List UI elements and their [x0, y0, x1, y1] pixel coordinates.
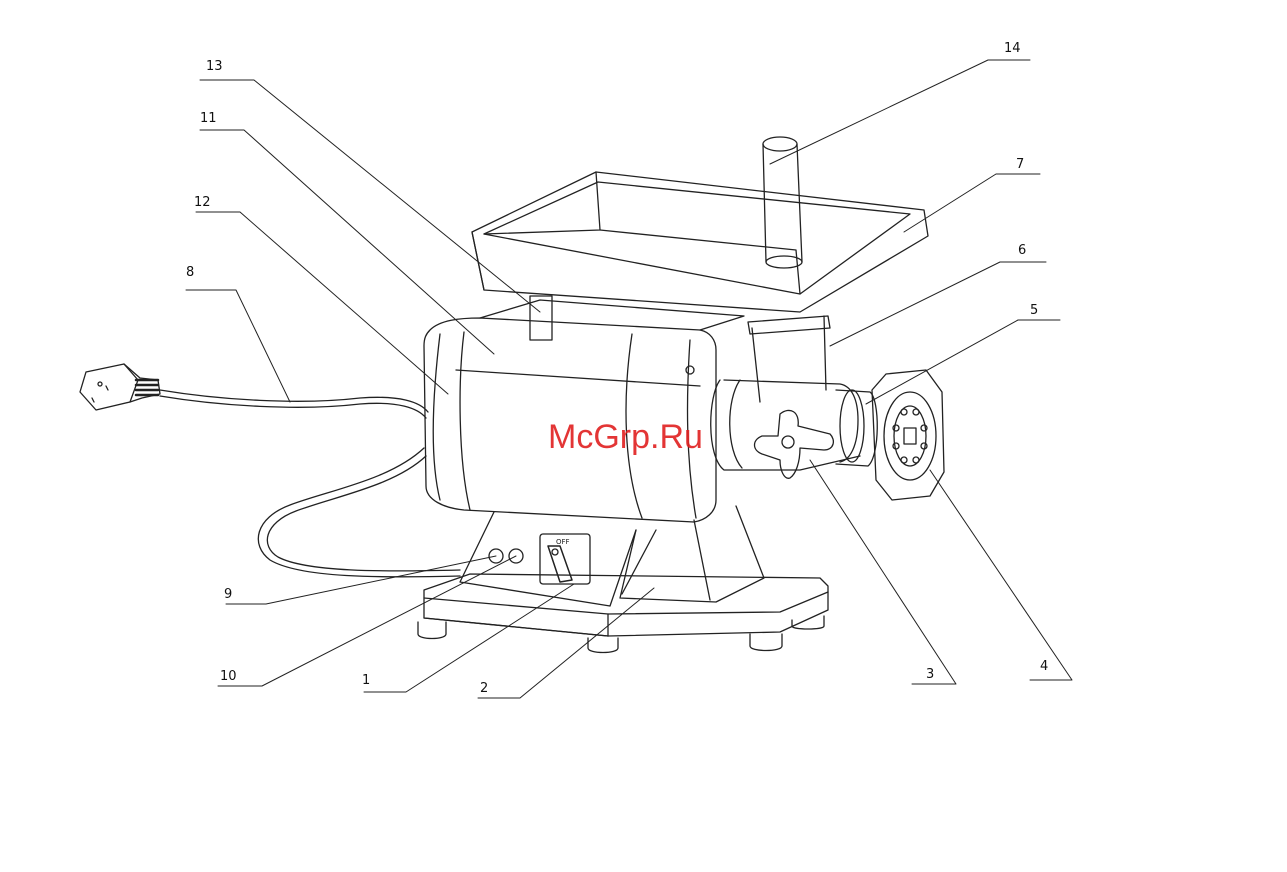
tray [472, 172, 928, 312]
callout-6: 6 [1018, 243, 1026, 258]
ring-nut [872, 370, 944, 500]
callout-7: 7 [1016, 157, 1024, 172]
watermark: McGrp.Ru [548, 418, 703, 456]
callout-labels: 1 2 3 4 5 6 7 8 9 10 11 12 13 14 [186, 41, 1048, 696]
wing-screw [755, 410, 834, 478]
callout-1: 1 [362, 673, 370, 688]
callout-4: 4 [1040, 659, 1048, 674]
leader-lines [186, 60, 1072, 698]
callout-3: 3 [926, 667, 934, 682]
callout-12: 12 [194, 195, 211, 210]
plug [80, 364, 160, 410]
callout-10: 10 [220, 669, 237, 684]
callout-13: 13 [206, 59, 223, 74]
grinding-head [711, 380, 878, 470]
callout-8: 8 [186, 265, 194, 280]
motor-housing [424, 300, 744, 522]
callout-14: 14 [1004, 41, 1021, 56]
callout-2: 2 [480, 681, 488, 696]
callout-11: 11 [200, 111, 217, 126]
switch-label: OFF [556, 538, 570, 546]
callout-9: 9 [224, 587, 232, 602]
feed-neck [530, 296, 830, 402]
power-cord [160, 390, 460, 577]
callout-5: 5 [1030, 303, 1038, 318]
pedestal [460, 506, 764, 606]
